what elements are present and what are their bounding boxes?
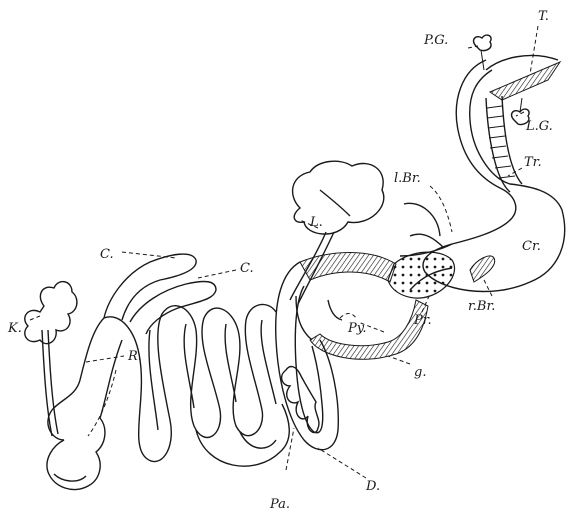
kidney: [25, 282, 77, 344]
label-t: T.: [538, 9, 549, 24]
label-lg: L.G.: [525, 119, 553, 134]
intestine-loop-lower-2: [240, 432, 276, 448]
right-bronchus: [470, 256, 495, 282]
label-pr: Pr.: [413, 313, 432, 328]
left-bronchus: [404, 203, 444, 248]
rectum-dashed: [88, 370, 116, 436]
label-r: R.: [127, 349, 142, 364]
label-cr: Cr.: [522, 239, 541, 254]
label-pg: P.G.: [423, 33, 448, 48]
label-k: K.: [7, 321, 22, 336]
label-g: g.: [414, 365, 426, 380]
ureter: [42, 330, 58, 436]
liver: [293, 161, 384, 234]
duodenum-inner: [295, 286, 322, 433]
caecum-upper: [104, 254, 196, 320]
proventriculus: [388, 252, 455, 298]
label-rbr: r.Br.: [468, 299, 495, 314]
label-l: L.: [309, 215, 323, 230]
trachea-2: [502, 96, 522, 184]
liver-lobe-line: [320, 190, 350, 216]
rectum: [47, 318, 122, 490]
intestine-coils-inner: [149, 320, 276, 430]
gizzard-lower: [310, 300, 428, 359]
gizzard: [296, 296, 342, 340]
label-lbr: l.Br.: [394, 171, 421, 186]
label-d: D.: [365, 479, 380, 494]
label-py: Py.: [347, 321, 367, 336]
label-pa: Pa.: [269, 497, 290, 512]
caecum-lower: [130, 282, 216, 334]
cloaca: [54, 474, 86, 481]
tongue: [490, 62, 560, 100]
label-c1: C.: [100, 247, 114, 262]
parotid-gland: [474, 35, 492, 50]
intestine-loop-lower: [196, 404, 289, 466]
label-c2: C.: [240, 261, 254, 276]
pylorus: [340, 314, 356, 319]
label-tr: Tr.: [524, 155, 542, 170]
